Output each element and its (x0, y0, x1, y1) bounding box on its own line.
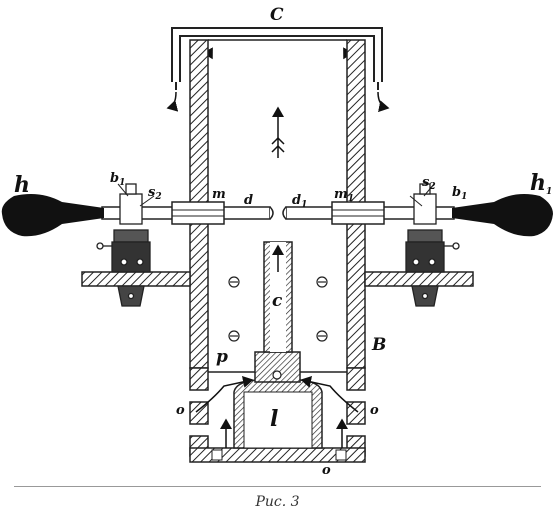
label-l: l (270, 406, 278, 432)
support-bracket-left (81, 271, 191, 287)
label-o-left: o (176, 403, 185, 418)
label-s2-left: s2 (148, 185, 162, 202)
flow-arrows (195, 106, 359, 448)
label-m1-right: m1 (334, 187, 354, 204)
label-o-bottom: o (322, 463, 331, 478)
label-m-left: m (212, 187, 226, 202)
label-s2-right: s2 (422, 175, 436, 192)
support-bracket-right (364, 271, 474, 287)
label-h-left: h (14, 172, 30, 198)
burner-body-l (233, 379, 323, 449)
clamp-right (405, 183, 460, 307)
lower-chamber (189, 367, 366, 463)
bushing-m-left (171, 201, 225, 225)
vertical-tube-c (263, 241, 293, 353)
labels: C h h1 b1 s2 s2 b1 m d d1 m1 c p B l o o… (14, 5, 552, 478)
label-d1-right: d1 (292, 193, 307, 210)
leader-lines (117, 183, 435, 207)
handle-h1-right (452, 194, 553, 237)
wall-bolts (228, 276, 328, 342)
label-p: p (216, 347, 228, 367)
label-d-left: d (244, 193, 253, 208)
handle-h-left (1, 194, 104, 237)
top-cap-c (171, 27, 383, 90)
label-h1-right: h1 (530, 170, 552, 197)
label-o-right: o (370, 403, 379, 418)
label-b1-left: b1 (110, 171, 125, 188)
bushing-m1-right (331, 201, 385, 225)
label-c-tube: c (272, 291, 283, 311)
figure-caption: Рис. 3 (255, 494, 300, 510)
burner-collar (254, 351, 301, 383)
caption-rule (14, 486, 541, 487)
label-c-cap: C (270, 5, 284, 25)
label-b-cylinder: B (371, 335, 386, 355)
label-b1-right: b1 (452, 185, 467, 202)
clamp-left (96, 183, 151, 307)
